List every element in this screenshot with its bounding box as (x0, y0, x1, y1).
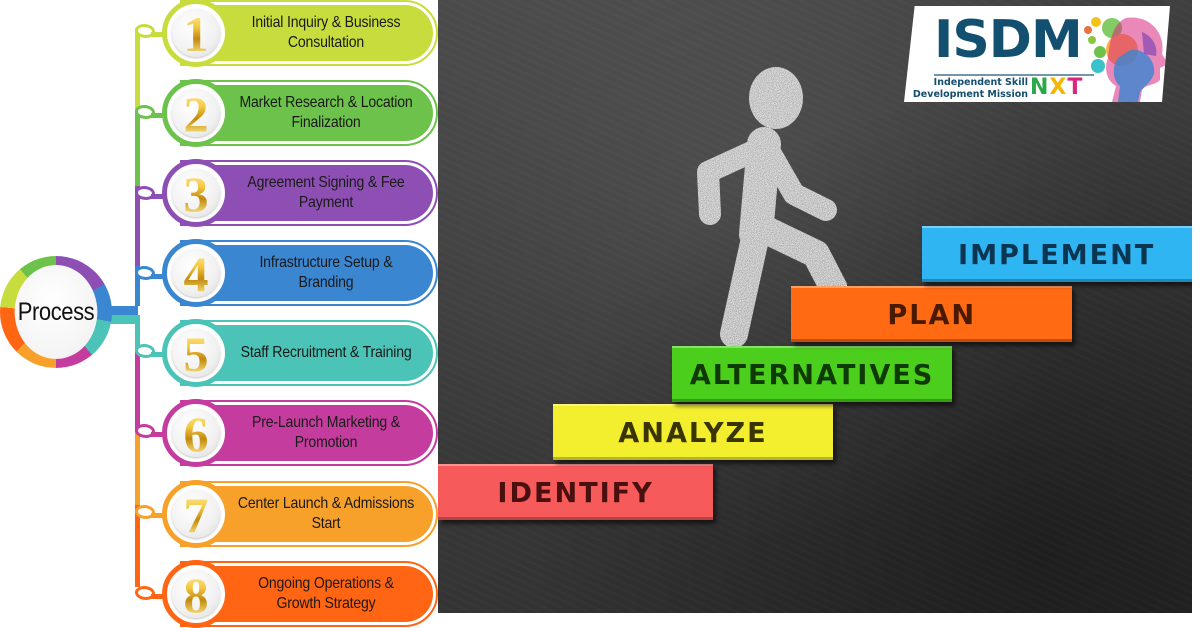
number-badge: 4 (162, 239, 230, 307)
process-step-label: Ongoing Operations & Growth Strategy (258, 575, 394, 612)
spine-segment (135, 432, 140, 512)
stair-step-implement: IMPLEMENT (922, 226, 1192, 282)
number-badge: 5 (162, 319, 230, 387)
number-badge: 7 (162, 480, 230, 548)
spine-segment (135, 110, 140, 186)
number-badge: 8 (162, 560, 230, 628)
spine-segment (135, 266, 140, 306)
stair-step-analyze: ANALYZE (553, 404, 833, 460)
logo-tagline-line2: Development Mission (912, 89, 1028, 100)
logo-brand-text: ISDM (934, 10, 1083, 70)
logo-nxt: NXT (1030, 75, 1084, 100)
number-badge: 2 (162, 79, 230, 147)
spine-segment (135, 186, 140, 306)
chalkboard-illustration: IDENTIFY ANALYZE ALTERNATIVES PLAN IMPLE… (438, 0, 1192, 613)
process-step-label: Pre-Launch Marketing & Promotion (252, 414, 400, 451)
number-badge: 3 (162, 159, 230, 227)
process-step-label: Infrastructure Setup & Branding (259, 254, 393, 291)
process-step-6: Pre-Launch Marketing & Promotion 6 (160, 399, 438, 467)
process-step-2: Market Research & Location Finalization … (160, 79, 438, 147)
step-number: 5 (183, 326, 209, 382)
process-hub: Process (0, 256, 112, 368)
process-step-3: Agreement Signing & Fee Payment 3 (160, 159, 438, 227)
process-hub-label: Process (14, 265, 98, 359)
number-badge: 1 (162, 0, 230, 67)
number-badge: 6 (162, 399, 230, 467)
spine-segment (135, 315, 140, 365)
process-step-label: Agreement Signing & Fee Payment (247, 174, 405, 211)
process-step-label: Market Research & Location Finalization (239, 94, 413, 131)
colorful-head-icon (1084, 17, 1168, 102)
process-step-8: Ongoing Operations & Growth Strategy 8 (160, 560, 438, 628)
step-number: 6 (183, 406, 209, 462)
process-step-1: Initial Inquiry & Business Consultation … (160, 0, 438, 67)
step-number: 3 (183, 166, 209, 222)
spine-segment (135, 505, 140, 587)
logo-tagline-line1: Independent Skill (933, 77, 1028, 88)
step-number: 8 (183, 567, 209, 623)
step-number: 4 (183, 246, 209, 302)
process-step-5: Staff Recruitment & Training 5 (160, 319, 438, 387)
isdm-logo: ISDM Independent Skill Development Missi… (904, 6, 1170, 102)
stair-step-plan: PLAN (791, 286, 1072, 342)
spine-segment (135, 28, 140, 110)
process-step-4: Infrastructure Setup & Branding 4 (160, 239, 438, 307)
process-step-7: Center Launch & Admissions Start 7 (160, 480, 438, 548)
logo-divider (934, 74, 1094, 76)
step-number: 1 (183, 6, 209, 62)
process-step-label: Initial Inquiry & Business Consultation (251, 14, 401, 51)
stair-step-identify: IDENTIFY (438, 464, 713, 520)
process-step-label: Center Launch & Admissions Start (237, 495, 415, 532)
step-number: 2 (183, 86, 209, 142)
spine-segment (135, 350, 140, 432)
hub-connector (104, 306, 138, 315)
step-number: 7 (183, 487, 209, 543)
hub-connector (104, 315, 138, 324)
stair-step-alternatives: ALTERNATIVES (672, 346, 952, 402)
process-step-label: Staff Recruitment & Training (240, 344, 412, 361)
